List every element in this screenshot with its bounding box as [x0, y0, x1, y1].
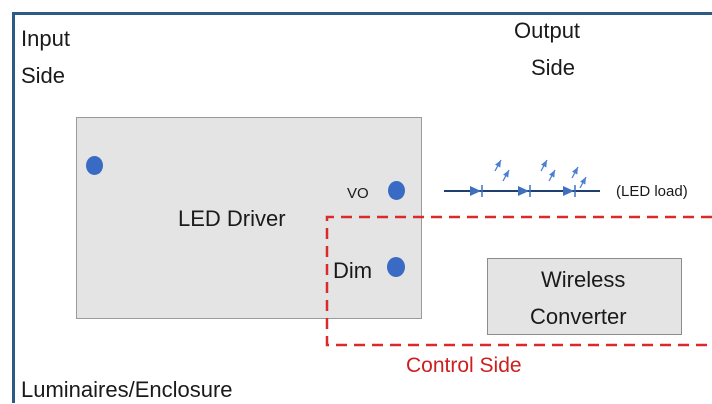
output-side-label-line1: Output [514, 18, 581, 43]
dim-terminal-dot [387, 257, 405, 277]
dim-terminal-label: Dim [333, 258, 373, 283]
control-side-label: Control Side [406, 354, 522, 377]
led-symbol-2 [518, 159, 556, 197]
wireless-converter-label-line1: Wireless [541, 267, 626, 292]
enclosure-frame-top [12, 12, 712, 15]
led-symbol-1 [470, 159, 510, 197]
input-side-label-line1: Input [21, 26, 70, 51]
input-side-label-line2: Side [21, 63, 66, 88]
control-side-boundary [325, 215, 712, 347]
vo-terminal-label: VO [347, 185, 369, 202]
led-driver-label: LED Driver [178, 206, 286, 231]
wireless-converter-box [487, 258, 682, 335]
wireless-converter-label-line2: Converter [530, 304, 627, 329]
vo-terminal-dot [388, 181, 405, 200]
input-terminal-dot [86, 156, 103, 175]
led-load-label: (LED load) [616, 183, 688, 200]
led-symbol-3 [563, 166, 587, 197]
enclosure-frame-left [12, 12, 15, 403]
output-side-label-line2: Side [531, 55, 576, 80]
enclosure-label: Luminaires/Enclosure [21, 377, 233, 402]
